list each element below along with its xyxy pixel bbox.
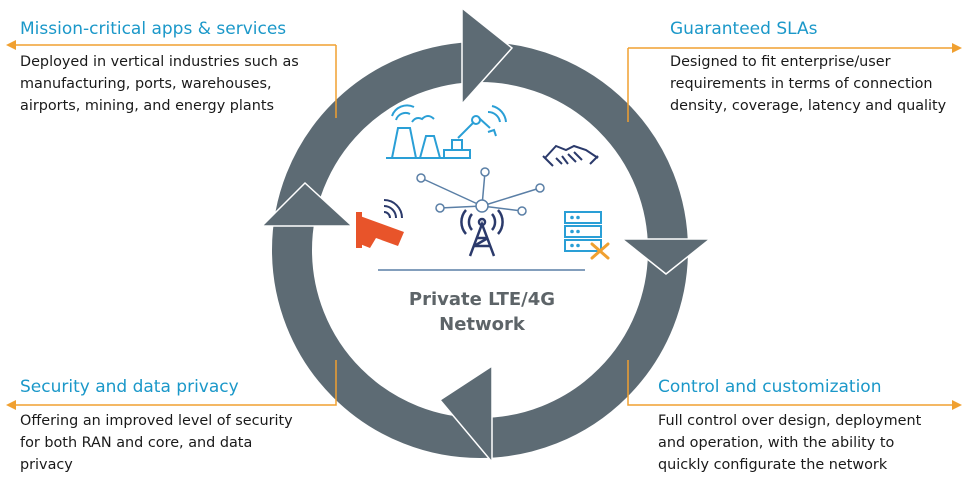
arrowhead-left bbox=[260, 181, 354, 227]
handshake-icon bbox=[542, 144, 599, 167]
desc-line: for both RAN and core, and data bbox=[20, 435, 253, 451]
connector-top-left bbox=[14, 44, 337, 118]
title-mission-critical: Mission-critical apps & services bbox=[20, 19, 287, 39]
network-hub-icon bbox=[416, 167, 545, 216]
title-guaranteed-slas: Guaranteed SLAs bbox=[670, 19, 818, 39]
network-tower-icon bbox=[460, 209, 504, 257]
desc-security-privacy: Offering an improved level of security f… bbox=[20, 410, 293, 476]
desc-line: and operation, with the ability to bbox=[658, 435, 895, 451]
desc-line: privacy bbox=[20, 457, 73, 473]
power-plant-icon bbox=[386, 104, 446, 159]
server-settings-icon bbox=[564, 211, 610, 260]
desc-line: density, coverage, latency and quality bbox=[670, 98, 947, 114]
desc-mission-critical: Deployed in vertical industries such as … bbox=[20, 51, 299, 117]
center-label: Private LTE/4G Network bbox=[372, 287, 592, 337]
arrowhead-bottom bbox=[438, 364, 493, 465]
connector-top-right bbox=[627, 47, 952, 122]
desc-line: airports, mining, and energy plants bbox=[20, 98, 274, 114]
desc-control-customization: Full control over design, deployment and… bbox=[658, 410, 921, 476]
desc-line: Offering an improved level of security bbox=[20, 413, 293, 429]
desc-guaranteed-slas: Designed to fit enterprise/user requirem… bbox=[670, 51, 946, 117]
connector-bottom-right bbox=[627, 360, 952, 406]
security-camera-icon bbox=[356, 199, 404, 248]
center-label-line-2: Network bbox=[439, 314, 525, 335]
title-control-customization: Control and customization bbox=[658, 377, 882, 397]
desc-line: Designed to fit enterprise/user bbox=[670, 54, 891, 70]
center-label-line-1: Private LTE/4G bbox=[408, 289, 556, 310]
desc-line: quickly configurate the network bbox=[658, 457, 888, 473]
connector-arrowheads bbox=[6, 40, 962, 410]
arrowhead-right bbox=[619, 238, 713, 275]
desc-line: Deployed in vertical industries such as bbox=[20, 54, 299, 70]
desc-line: Full control over design, deployment bbox=[658, 413, 922, 429]
ring-arrowheads bbox=[260, 6, 713, 465]
connector-bottom-left bbox=[14, 360, 337, 406]
arrowhead-top bbox=[461, 6, 514, 106]
title-security-privacy: Security and data privacy bbox=[20, 377, 239, 397]
robot-arm-icon bbox=[443, 105, 507, 159]
connector-lines bbox=[14, 44, 952, 406]
desc-line: requirements in terms of connection bbox=[670, 76, 933, 92]
desc-line: manufacturing, ports, warehouses, bbox=[20, 76, 272, 92]
